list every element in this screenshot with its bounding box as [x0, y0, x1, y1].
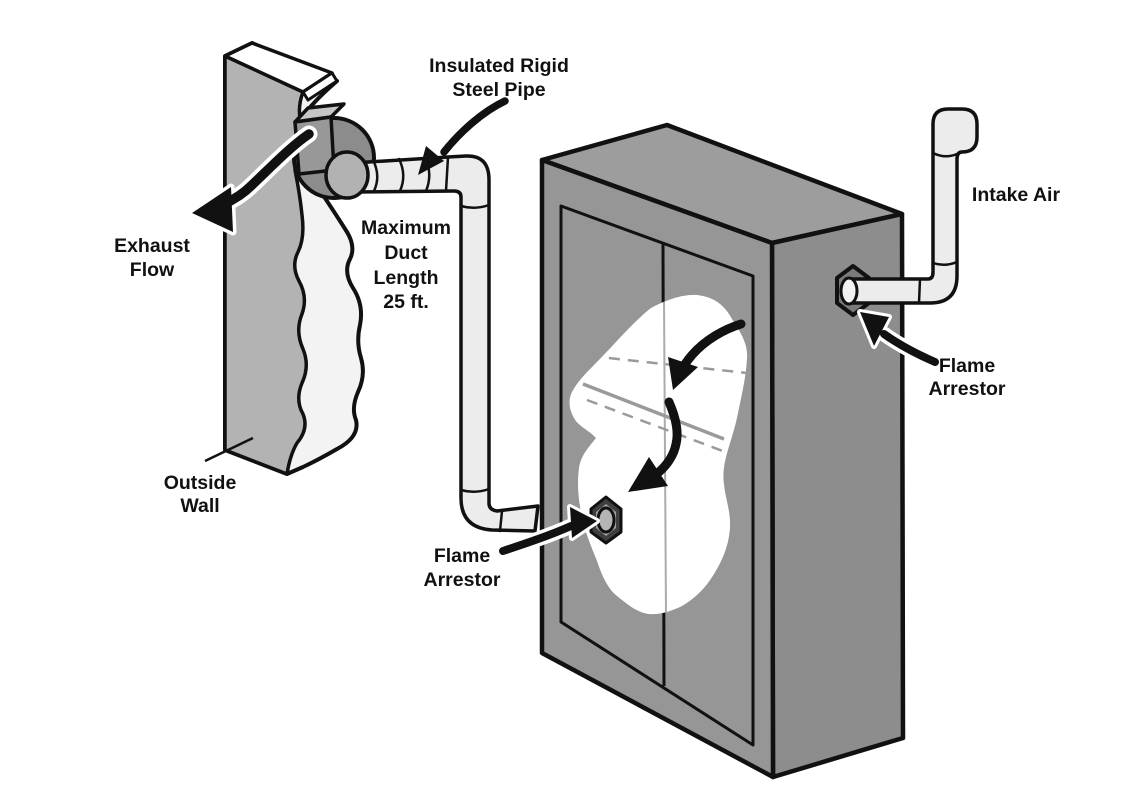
insulated-pipe-pointer-head: [418, 146, 444, 175]
exhaust-flow-arrow: [188, 125, 318, 236]
exhaust-arrowhead: [192, 187, 233, 232]
label-duct-flame-arrestor-line2: Arrestor: [424, 569, 501, 591]
hex-center: [596, 506, 616, 534]
exhaust-duct: [324, 150, 540, 533]
duct-arrestor-pointer-shaft: [499, 522, 575, 555]
label-intake-flame-arrestor-line1: Flame: [939, 355, 996, 377]
interior-door-divider-line: [663, 299, 667, 615]
duct-flame-arrestor-hex: [589, 495, 623, 545]
intake-assembly: [835, 107, 979, 317]
duct-pipe: [351, 154, 540, 533]
intake-pipe-seams: [917, 151, 959, 305]
label-insulated-pipe-line1: Insulated Rigid: [429, 55, 569, 77]
fan-outlet-collar: [324, 150, 370, 200]
shelf-back-edge-dashed: [589, 354, 748, 375]
pointer-arrows: [418, 97, 943, 559]
exhaust-arrow-shaft: [219, 129, 314, 209]
label-intake-air: Intake Air: [972, 184, 1061, 206]
label-outside-wall-line1: Outside: [164, 472, 237, 494]
duct-segment-seams: [371, 155, 504, 533]
label-duct-flame-arrestor-line1: Flame: [434, 545, 491, 567]
label-insulated-pipe-line2: Steel Pipe: [452, 79, 545, 101]
intake-pipe-end-cap: [839, 276, 859, 306]
labels: Insulated Rigid Steel Pipe Maximum Duct …: [114, 55, 1060, 591]
insulated-pipe-pointer-shaft: [440, 97, 509, 156]
cabinet-door-frame: [559, 204, 755, 747]
airflow-arrow-upper-head: [668, 357, 698, 390]
label-max-duct-line1: Maximum: [361, 217, 451, 239]
label-exhaust-flow-line1: Exhaust: [114, 235, 190, 257]
wall-top-front-strip: [301, 71, 339, 102]
label-max-duct-line2: Duct: [384, 242, 428, 264]
interior-details: [582, 299, 748, 615]
shelf-front-edge-solid: [582, 382, 725, 441]
airflow-arrow-lower-shaft: [654, 397, 682, 477]
intake-arrestor-pointer-shaft: [880, 330, 939, 366]
storage-cabinet: [539, 122, 906, 780]
duct-arrestor-pointer-head: [570, 507, 597, 538]
label-exhaust-flow-line2: Flow: [130, 259, 175, 281]
label-outside-wall-line2: Wall: [180, 495, 219, 517]
wall-front-face: [223, 54, 308, 476]
interior-airflow: [628, 319, 746, 492]
intake-pipe: [844, 107, 979, 305]
shelf-under-edge-dashed: [586, 398, 729, 455]
label-max-duct-line4: 25 ft.: [383, 291, 429, 313]
airflow-arrow-lower-head: [628, 457, 668, 492]
label-intake-flame-arrestor-line2: Arrestor: [929, 378, 1006, 400]
label-max-duct-line3: Length: [374, 267, 439, 289]
intake-arrestor-pointer-head: [860, 312, 889, 346]
outside-wall-leader-line: [204, 436, 254, 463]
